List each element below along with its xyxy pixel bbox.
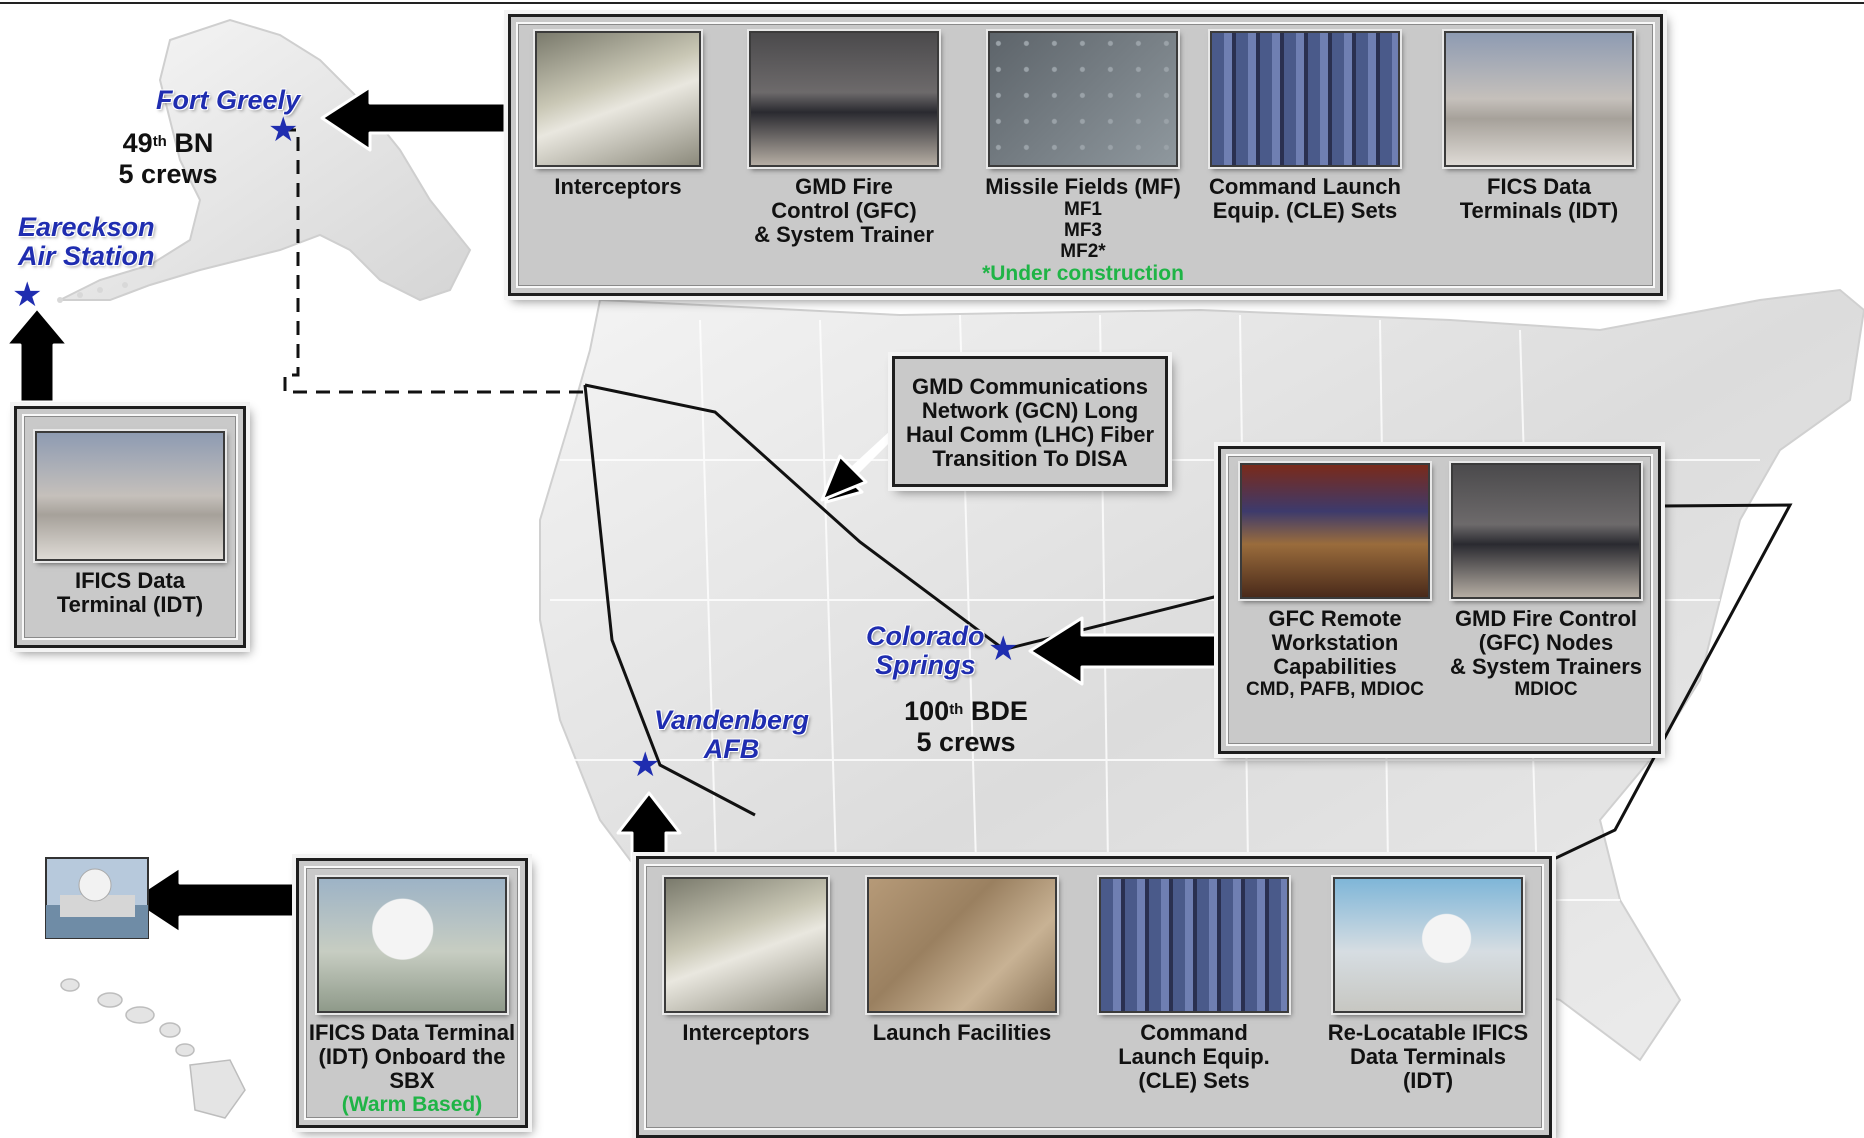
bde-crews: 5 crews (916, 727, 1016, 757)
fg-sub-missile-fields: MF1 MF3 MF2* (1060, 199, 1106, 262)
interceptor-photo-icon (535, 31, 701, 167)
co-label-gfc-nodes: GMD Fire Control (GFC) Nodes & System Tr… (1450, 606, 1642, 679)
colorado-panel: GFC Remote Workstation Capabilities CMD,… (1218, 446, 1661, 754)
remote-workstation-photo-icon (1240, 463, 1430, 599)
bde-suffix: th (949, 701, 964, 718)
eareckson-label: IFICS Data Terminal (IDT) (56, 568, 204, 617)
vandenberg-panel: Interceptors Launch Facilities Command L… (636, 856, 1552, 1138)
star-fort-greely-icon: ★ (268, 111, 299, 149)
eareckson-panel: IFICS Data Terminal (IDT) (14, 406, 246, 648)
fg-label-cle: Command Launch Equip. (CLE) Sets (1209, 174, 1401, 223)
data-terminal-photo-icon (1444, 31, 1634, 167)
vb-item-interceptors: Interceptors (651, 877, 841, 1045)
co-label-remote-workstation: GFC Remote Workstation Capabilities (1268, 606, 1402, 679)
sbx-radar-photo-icon (317, 877, 507, 1013)
star-eareckson-icon: ★ (12, 276, 43, 314)
sbx-panel: IFICS Data Terminal (IDT) Onboard the SB… (296, 858, 528, 1128)
colorado-to-panel-line (1001, 594, 1219, 652)
fort-greely-panel: Interceptors GMD Fire Control (GFC) & Sy… (508, 14, 1663, 296)
co-sub-remote-workstation: CMD, PAFB, MDIOC (1245, 679, 1425, 700)
missile-field-photo-icon (988, 31, 1178, 167)
gfc-nodes-photo-icon (1451, 463, 1641, 599)
site-fort-greely: Fort Greely (156, 85, 301, 115)
sbx-panel-frame (304, 866, 520, 1120)
fiber-line-west (584, 383, 1003, 650)
sbx-thumbnail (45, 857, 149, 939)
fg-item-gfc: GMD Fire Control (GFC) & System Trainer (731, 31, 957, 247)
unit-49th-bn: 49th BN 5 crews (98, 128, 238, 190)
arrow-to-eareckson (4, 306, 70, 404)
vandenberg-panel-frame (644, 864, 1544, 1130)
bde-rest: BDE (963, 696, 1028, 726)
vb-label-interceptors: Interceptors (682, 1020, 810, 1045)
hawaii-islands (60, 978, 246, 1119)
star-colorado-icon: ★ (988, 630, 1019, 668)
fg-label-interceptors: Interceptors (554, 174, 682, 199)
vb-label-cle: Command Launch Equip. (CLE) Sets (1118, 1020, 1270, 1093)
colorado-panel-frame (1226, 454, 1653, 746)
vb-equipment-racks-photo-icon (1099, 877, 1289, 1013)
star-vandenberg-icon: ★ (630, 746, 661, 784)
fiber-line-vandenberg (583, 384, 756, 817)
unit-100th-bde: 100th BDE 5 crews (876, 696, 1056, 758)
fg-item-interceptors: Interceptors (523, 31, 713, 199)
co-item-gfc-nodes: GMD Fire Control (GFC) Nodes & System Tr… (1437, 463, 1655, 700)
sbx-note-warm-based: (Warm Based) (341, 1093, 483, 1116)
site-eareckson: Eareckson Air Station (18, 212, 155, 271)
arrow-gcn-main (820, 431, 894, 502)
fg-item-idt: FICS Data Terminals (IDT) (1429, 31, 1649, 223)
bn-rest: BN (166, 128, 214, 158)
sbx-label: IFICS Data Terminal (IDT) Onboard the SB… (308, 1020, 516, 1093)
gcn-callout: GMD Communications Network (GCN) Long Ha… (892, 356, 1168, 487)
bn-suffix: th (152, 133, 167, 150)
eareckson-panel-frame (22, 414, 238, 640)
fg-item-cle: Command Launch Equip. (CLE) Sets (1197, 31, 1413, 223)
launch-facilities-photo-icon (867, 877, 1057, 1013)
site-vandenberg: Vandenberg AFB (654, 705, 810, 764)
fg-note-under-construction: *Under construction (982, 262, 1184, 285)
east-loop-line (1519, 503, 1793, 877)
flow-arrows (4, 85, 1224, 935)
bn-crews: 5 crews (118, 159, 218, 189)
vb-item-relocatable-idt: Re-Locatable IFICS Data Terminals (IDT) (1315, 877, 1541, 1093)
dashed-link (282, 128, 585, 394)
eareckson-item-idt: IFICS Data Terminal (IDT) (25, 431, 235, 617)
aleutian-islands (57, 282, 128, 303)
fg-label-idt: FICS Data Terminals (IDT) (1459, 174, 1619, 223)
relocatable-terminal-photo-icon (1333, 877, 1523, 1013)
fg-item-missile-fields: Missile Fields (MF) MF1 MF3 MF2* *Under … (975, 31, 1191, 286)
vb-item-launch-facilities: Launch Facilities (853, 877, 1071, 1045)
co-item-remote-workstation: GFC Remote Workstation Capabilities CMD,… (1229, 463, 1441, 700)
co-sub-gfc-nodes: MDIOC (1514, 679, 1578, 700)
vb-label-launch-facilities: Launch Facilities (872, 1020, 1052, 1045)
bde-number: 100 (904, 696, 950, 726)
bn-number: 49 (122, 128, 153, 158)
vb-item-cle: Command Launch Equip. (CLE) Sets (1085, 877, 1303, 1093)
fg-label-missile-fields: Missile Fields (MF) (985, 174, 1181, 199)
control-room-photo-icon (749, 31, 939, 167)
vb-interceptor-photo-icon (664, 877, 828, 1013)
gcn-callout-text: GMD Communications Network (GCN) Long Ha… (905, 374, 1155, 471)
vb-label-relocatable-idt: Re-Locatable IFICS Data Terminals (IDT) (1327, 1020, 1529, 1093)
site-colorado-springs: Colorado Springs (866, 621, 985, 680)
arrow-to-sbx (128, 865, 300, 935)
fg-label-gfc: GMD Fire Control (GFC) & System Trainer (754, 174, 934, 247)
arrow-to-fort-greely (320, 85, 507, 152)
equipment-racks-photo-icon (1210, 31, 1400, 167)
fort-greely-panel-frame (516, 22, 1655, 288)
eareckson-terminal-photo-icon (35, 431, 225, 561)
sbx-item-idt: IFICS Data Terminal (IDT) Onboard the SB… (305, 877, 519, 1117)
arrow-to-colorado (1028, 616, 1224, 686)
